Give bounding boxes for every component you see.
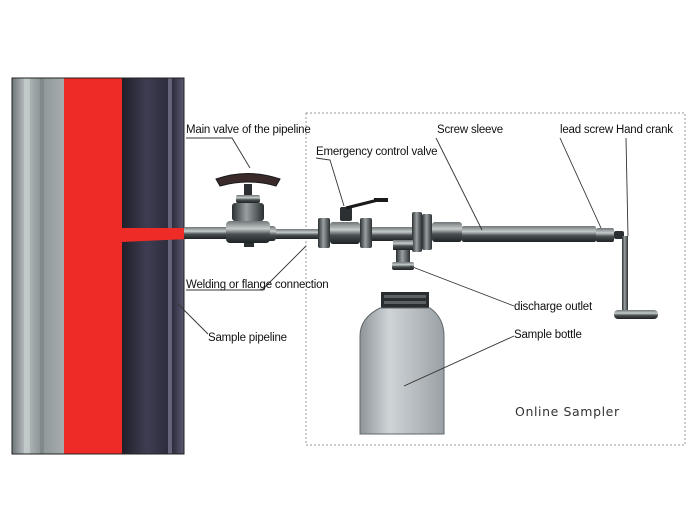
sample-pipeline xyxy=(11,77,185,455)
screw-sleeve xyxy=(372,212,596,252)
leader-lines xyxy=(177,137,629,387)
label-hand-crank: Hand crank xyxy=(616,124,673,136)
label-welding: Welding or flange connection xyxy=(186,279,329,291)
leader-main-valve xyxy=(186,137,251,169)
leader-lead-screw xyxy=(559,137,602,229)
label-screw-sleeve: Screw sleeve xyxy=(437,124,503,136)
label-sample-pipeline: Sample pipeline xyxy=(208,332,287,344)
leader-sample-pipeline xyxy=(177,303,209,335)
leader-sample-bottle xyxy=(403,335,515,387)
emergency-control-valve xyxy=(318,198,388,248)
sample-bottle xyxy=(359,292,445,435)
main-valve xyxy=(215,173,281,247)
label-discharge-outlet: discharge outlet xyxy=(514,301,593,313)
online-sampler-frame xyxy=(305,112,686,446)
label-online-sampler: Online Sampler xyxy=(515,404,620,419)
label-lead-screw: lead screw xyxy=(560,124,614,136)
hand-crank xyxy=(614,236,658,319)
leader-hand-crank xyxy=(625,137,629,237)
lead-screw xyxy=(596,228,624,242)
leader-screw-sleeve xyxy=(435,137,483,231)
label-main-valve: Main valve of the pipeline xyxy=(186,124,311,136)
leader-emergency-valve xyxy=(315,157,345,207)
discharge-outlet xyxy=(392,240,414,270)
leader-welding xyxy=(186,245,307,291)
label-sample-bottle: Sample bottle xyxy=(514,329,582,341)
leader-discharge-outlet xyxy=(409,265,515,307)
label-emergency-valve: Emergency control valve xyxy=(316,146,437,158)
